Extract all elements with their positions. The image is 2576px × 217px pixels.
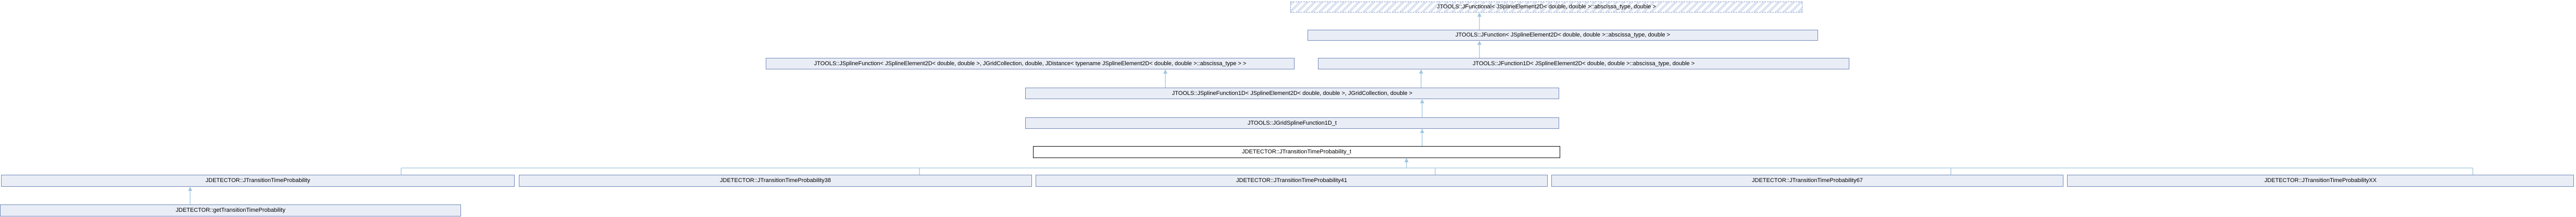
edge-jsplinefunction1d-to-jsplinefunction	[1163, 69, 1167, 88]
edge-jgridsplinefunction1dt-to-jsplinefunction1d	[1420, 99, 1424, 117]
node-jfunctional[interactable]: JTOOLS::JFunctional< JSplineElement2D< d…	[1290, 2, 1802, 13]
node-jtransition-time-probability-t: JDETECTOR::JTransitionTimeProbability_t	[1033, 146, 1560, 158]
node-jtransition-time-probability41[interactable]: JDETECTOR::JTransitionTimeProbability41	[1036, 175, 1548, 187]
edge-jfunction1d-to-jfunction	[1477, 41, 1482, 58]
edge-gettransitiontimeprobability-to-jtransitiontimeprobability	[188, 187, 192, 204]
edge-derived-to-jtransitiontimeprobabilityt	[401, 158, 2473, 175]
edge-jsplinefunction1d-to-jfunction1d	[1419, 69, 1423, 88]
node-jfunction[interactable]: JTOOLS::JFunction< JSplineElement2D< dou…	[1308, 30, 1818, 41]
node-jtransition-time-probability[interactable]: JDETECTOR::JTransitionTimeProbability	[1, 175, 515, 187]
node-jgrid-spline-function1d-t[interactable]: JTOOLS::JGridSplineFunction1D_t	[1025, 117, 1559, 129]
node-jspline-function1d[interactable]: JTOOLS::JSplineFunction1D< JSplineElemen…	[1025, 88, 1559, 99]
edge-jtransitiontimeprobabilityt-to-jgridsplinefunction1dt	[1420, 129, 1424, 146]
node-jfunction1d[interactable]: JTOOLS::JFunction1D< JSplineElement2D< d…	[1318, 58, 1849, 69]
edge-jfunction-to-jfunctional	[1477, 13, 1482, 30]
node-get-transition-time-probability[interactable]: JDETECTOR::getTransitionTimeProbability	[0, 204, 461, 216]
node-jtransition-time-probability38[interactable]: JDETECTOR::JTransitionTimeProbability38	[519, 175, 1032, 187]
node-jtransition-time-probability67[interactable]: JDETECTOR::JTransitionTimeProbability67	[1551, 175, 2063, 187]
node-jspline-function[interactable]: JTOOLS::JSplineFunction< JSplineElement2…	[766, 58, 1295, 69]
node-jtransition-time-probabilityXX[interactable]: JDETECTOR::JTransitionTimeProbabilityXX	[2067, 175, 2574, 187]
